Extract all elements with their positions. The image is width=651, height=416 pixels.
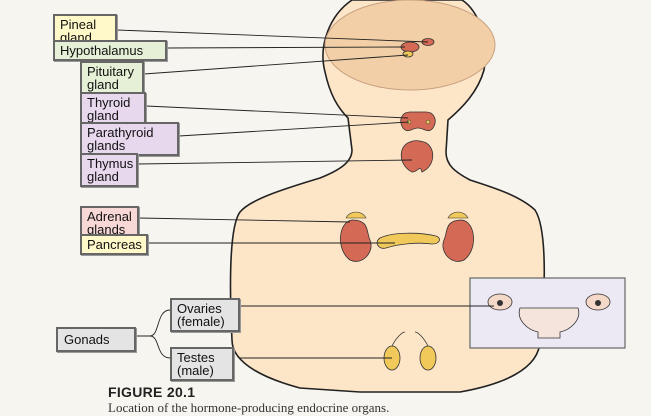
label-parathyroid-glands: Parathyroid glands <box>80 122 179 156</box>
label-hypothalamus: Hypothalamus <box>53 40 167 61</box>
label-thyroid-gland: Thyroid gland <box>80 92 146 126</box>
thymus-gland-organ <box>401 141 433 173</box>
label-pancreas: Pancreas <box>80 234 148 255</box>
label-gonads: Gonads <box>56 327 136 352</box>
testis-right-organ <box>420 346 436 370</box>
pituitary-gland-organ <box>403 51 413 57</box>
label-testes: Testes (male) <box>170 347 234 381</box>
label-thymus-gland: Thymus gland <box>80 153 138 187</box>
figure-number: FIGURE 20.1 <box>108 384 195 400</box>
label-pituitary-gland: Pituitary gland <box>80 61 144 95</box>
figure-caption: Location of the hormone-producing endocr… <box>108 400 389 416</box>
label-ovaries: Ovaries (female) <box>170 298 240 332</box>
